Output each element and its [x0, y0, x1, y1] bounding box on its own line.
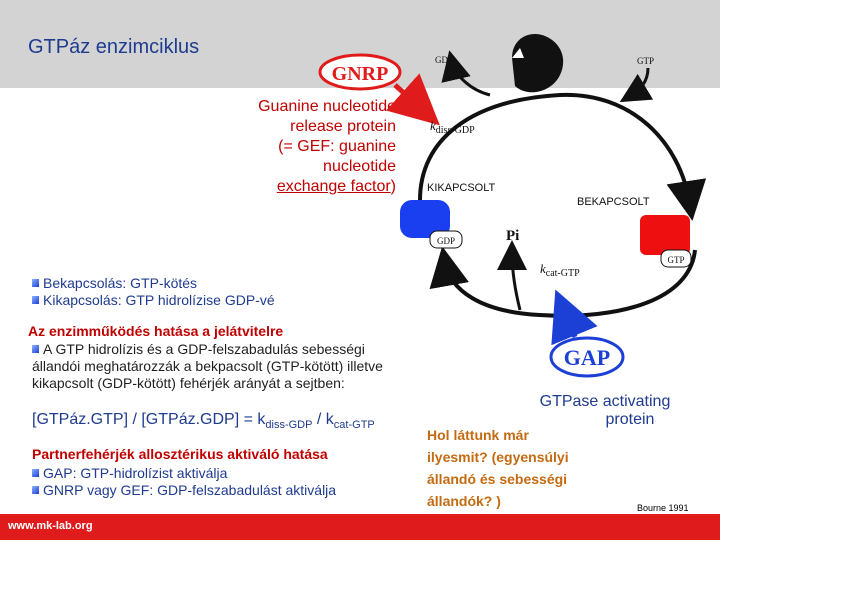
section-heading-allosteric: Partnerfehérjék allosztérikus aktiváló h… — [32, 446, 328, 462]
gdp-top-label: GDP — [435, 55, 453, 65]
question-text: Hol láttunk már ilyesmit? (egyensúlyi ál… — [427, 424, 637, 512]
question-line: Hol láttunk már — [427, 427, 529, 443]
gap-label: GAP — [564, 345, 610, 370]
switch-bullet-list: Bekapcsolás: GTP-kötés Kikapcsolás: GTP … — [32, 275, 275, 309]
list-item: Kikapcsolás: GTP hidrolízise GDP-vé — [32, 292, 275, 309]
gtp-bound-protein — [640, 215, 690, 255]
gef-line-suffix: ) — [390, 178, 396, 195]
gef-line: nucleotide — [323, 158, 396, 175]
formula-part: / k — [312, 411, 334, 428]
gdp-bound-badge — [429, 230, 463, 249]
citation: Bourne 1991 — [637, 503, 689, 513]
gef-line-last: exchange factor) — [210, 177, 396, 197]
gdp-bound-protein — [400, 200, 450, 238]
gdp-release-arrow — [441, 50, 491, 97]
empty-gtpase-protein — [512, 34, 564, 93]
page-title: GTPáz enzimciklus — [28, 36, 200, 58]
gtp-bound-label: GTP — [667, 255, 684, 265]
section-heading-enzyme-effect: Az enzimműködés hatása a jelátvitelre — [28, 323, 284, 339]
empty-pocket — [512, 48, 524, 58]
gap-activation-arrow — [551, 289, 598, 346]
gef-line: exchange factor — [276, 178, 391, 195]
paragraph-line: A GTP hidrolízis és a GDP-felszabadulás … — [32, 341, 432, 358]
k-cat-symbol: k — [540, 261, 546, 276]
k-diss-label: kdiss-GDP — [430, 118, 475, 136]
gap-caption-line: protein — [605, 411, 655, 428]
gap-caption: GTPase activating protein — [530, 393, 680, 429]
question-line: állandó és sebességi — [427, 471, 568, 487]
section-paragraph: A GTP hidrolízis és a GDP-felszabadulás … — [32, 341, 432, 392]
equilibrium-formula: [GTPáz.GTP] / [GTPáz.GDP] = kdiss-GDP / … — [32, 411, 375, 431]
formula-part: [GTPáz.GTP] / [GTPáz.GDP] = k — [32, 411, 266, 428]
gtp-binding-arrow — [619, 67, 654, 103]
lower-cycle-arrow — [429, 246, 697, 318]
question-line: állandók? ) — [427, 493, 501, 509]
formula-subscript: diss-GDP — [265, 419, 313, 432]
gef-description: Guanine nucleotide release protein (= GE… — [210, 97, 396, 197]
gef-line: release protein — [290, 118, 396, 135]
k-diss-subscript: diss-GDP — [436, 125, 475, 136]
paragraph-line: állandói meghatározzák a bekpacsolt (GTP… — [32, 358, 383, 374]
k-cat-subscript: cat-GTP — [546, 268, 580, 279]
formula-subscript: cat-GTP — [333, 419, 375, 432]
gdp-bound-label: GDP — [437, 236, 455, 246]
list-item: Bekapcsolás: GTP-kötés — [32, 275, 275, 292]
gtp-bound-badge — [660, 249, 692, 268]
gef-line: Guanine nucleotide — [258, 98, 396, 115]
k-cat-label: kcat-GTP — [540, 261, 580, 279]
footer-url[interactable]: www.mk-lab.org — [8, 520, 93, 532]
pi-label: Pi — [506, 228, 519, 244]
upper-cycle-arrow — [418, 92, 707, 221]
question-line: ilyesmit? (egyensúlyi — [427, 449, 569, 465]
gap-caption-line: GTPase activating — [539, 393, 671, 410]
on-state-label: BEKAPCSOLT — [577, 196, 650, 208]
k-diss-symbol: k — [430, 118, 436, 133]
gnrp-label: GNRP — [332, 63, 389, 85]
gnrp-activation-arrow — [385, 73, 440, 126]
off-state-label: KIKAPCSOLT — [427, 182, 496, 194]
gnrp-oval — [318, 53, 402, 91]
gtp-top-label: GTP — [637, 56, 654, 66]
partner-bullet-list: GAP: GTP-hidrolízist aktiválja GNRP vagy… — [32, 465, 336, 499]
list-item: GAP: GTP-hidrolízist aktiválja — [32, 465, 336, 482]
pi-release-arrow — [497, 240, 528, 311]
paragraph-line: kikapcsolt (GDP-kötött) fehérjék arányát… — [32, 375, 345, 391]
list-item: GNRP vagy GEF: GDP-felszabadulást aktivá… — [32, 482, 336, 499]
gef-line: (= GEF: guanine — [278, 138, 396, 155]
footer-band: www.mk-lab.org — [0, 514, 720, 540]
